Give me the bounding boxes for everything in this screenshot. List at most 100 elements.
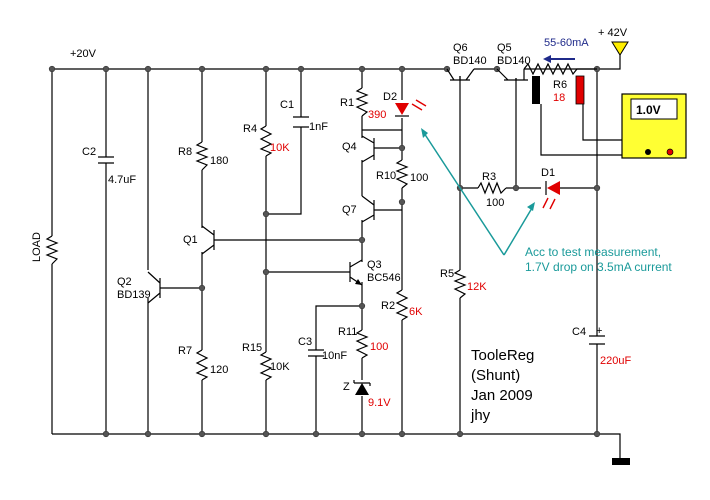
supply-terminal (611, 41, 629, 56)
annotation-line-2: 1.7V drop on 3.5mA current (525, 260, 672, 274)
r4-resistor (259, 125, 273, 157)
q6-type: BD140 (453, 55, 487, 67)
r7-label: R7 (178, 345, 192, 357)
c3-wire (315, 282, 363, 434)
d2-light-rays (411, 99, 427, 111)
junction (262, 65, 270, 73)
junction (593, 430, 601, 438)
zener-diode (355, 383, 369, 395)
zener-bar (353, 380, 371, 386)
r5-resistor (453, 269, 467, 299)
r1-label: R1 (340, 97, 354, 109)
q3-emitter-arrow (355, 279, 362, 285)
c4-capacitor (589, 335, 605, 345)
c1-capacitor (293, 116, 309, 128)
q2-type: BD139 (117, 289, 151, 301)
supply-42v-label: + 42V (598, 27, 628, 39)
r1-resistor (355, 87, 369, 117)
q5-type: BD140 (497, 55, 531, 67)
junction (593, 184, 601, 192)
q2-label: Q2 (117, 276, 132, 288)
r3-label: R3 (482, 171, 496, 183)
annotation-pointer-lines (423, 132, 533, 256)
junction (312, 430, 320, 438)
capacitors (98, 116, 605, 357)
r7-value: 120 (210, 364, 228, 376)
r2-label: R2 (381, 300, 395, 312)
transistors (147, 68, 528, 304)
r6-value: 18 (553, 92, 565, 104)
d1-label: D1 (541, 167, 555, 179)
title-line-2: (Shunt) (471, 367, 520, 384)
r11-label: R11 (338, 326, 357, 338)
q1-label: Q1 (183, 234, 198, 246)
junction (398, 65, 406, 73)
r8-value: 180 (210, 155, 228, 167)
r4-value: 10K (270, 142, 290, 154)
c4-polarity: + (596, 325, 602, 337)
junction (198, 65, 206, 73)
zener-value: 9.1V (368, 397, 391, 409)
c2-label: C2 (82, 146, 96, 158)
current-label: 55-60mA (544, 37, 589, 49)
title-line-4: jhy (470, 407, 491, 424)
q2-transistor (147, 271, 161, 304)
r10-label: R10 (376, 170, 396, 182)
c1-label: C1 (280, 99, 294, 111)
load-label: LOAD (31, 232, 43, 262)
q7-label: Q7 (342, 204, 357, 216)
r11-value: 100 (370, 341, 388, 353)
voltmeter-display (630, 98, 678, 120)
r8-label: R8 (178, 146, 192, 158)
c2-value: 4.7uF (108, 174, 136, 186)
q6-transistor (446, 68, 475, 81)
q7-transistor (361, 195, 375, 223)
c1-value: 1nF (309, 121, 328, 133)
junction (262, 430, 270, 438)
top-rail (52, 55, 621, 70)
r5-label: R5 (440, 268, 454, 280)
ground-symbol (612, 458, 630, 465)
c3-label: C3 (298, 336, 312, 348)
c4-value: 220uF (600, 355, 631, 367)
r2-value: 6K (409, 306, 423, 318)
q4-label: Q4 (342, 141, 357, 153)
resistors (45, 62, 597, 381)
junction (358, 236, 366, 244)
black-probe (532, 76, 540, 104)
c3-capacitor (308, 349, 324, 357)
c1-lower-wire (266, 127, 302, 215)
junction (102, 430, 110, 438)
junction (262, 268, 270, 276)
zener-label: Z (343, 381, 350, 393)
r6-resistor (523, 62, 597, 76)
supply-20v-label: +20V (70, 48, 97, 60)
junction (198, 430, 206, 438)
junction (297, 65, 305, 73)
r2-resistor (395, 289, 409, 321)
r3-resistor (477, 181, 507, 195)
d2-label: D2 (383, 91, 397, 103)
r15-value: 10K (270, 361, 290, 373)
q5-transistor (496, 68, 528, 81)
r7-resistor (195, 349, 209, 381)
voltmeter-reading: 1.0V (636, 103, 661, 117)
junction (48, 65, 56, 73)
junction (512, 184, 520, 192)
junction (358, 65, 366, 73)
load-resistor (45, 235, 59, 265)
junction (456, 430, 464, 438)
q3-label: Q3 (367, 259, 382, 271)
r8-resistor (195, 141, 209, 171)
c4-label: C4 (572, 326, 586, 338)
r10-resistor (395, 159, 409, 189)
junction (358, 430, 366, 438)
c3-value: 10nF (322, 350, 347, 362)
annotation-line-1: Acc to test measurement, (525, 245, 661, 259)
d1-led (547, 181, 560, 195)
r6-label: R6 (553, 79, 567, 91)
r11-resistor (355, 329, 369, 359)
annotation-arrow-d2 (421, 128, 428, 138)
meter-black-jack (645, 149, 651, 155)
